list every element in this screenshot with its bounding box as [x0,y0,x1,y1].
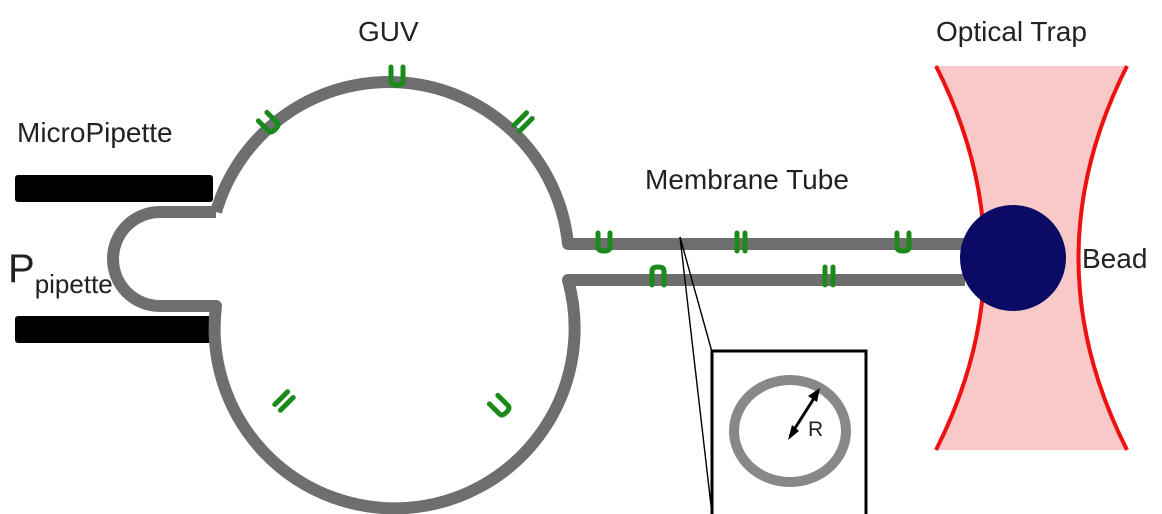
bead [960,205,1066,311]
micropipette-label: MicroPipette [17,117,173,148]
membrane-protein [595,230,613,254]
membrane-protein [255,109,281,135]
membrane-protein [822,264,836,288]
membrane-protein [511,110,535,134]
zoom-line-left [679,236,713,514]
cross-section-inset: R [710,349,868,514]
membrane-protein [272,389,296,413]
tube-cross-section [729,375,851,487]
membrane-proteins [255,64,912,418]
guv-label: GUV [358,16,419,47]
pipette-pressure-label: Ppipette [8,247,113,299]
membrane-protein [734,230,748,254]
optical-trap-right-edge [1076,65,1129,451]
radius-label: R [808,418,823,441]
micropipette-lower [15,316,213,343]
micropipette-upper [15,175,213,202]
membrane-protein [894,230,912,254]
bead-label: Bead [1082,243,1147,274]
radius-arrowhead-inner [788,425,799,440]
membrane-protein [486,392,512,418]
radius-arrowhead-outer [808,388,820,402]
membrane-tube-label: Membrane Tube [645,164,849,195]
membrane-protein [649,264,667,288]
membrane-protein [388,64,406,88]
pressure-symbol: P [8,247,35,291]
optical-trap-label: Optical Trap [936,16,1087,47]
zoom-line-right [679,236,713,353]
guv-membrane [107,76,965,514]
pressure-subscript: pipette [35,269,113,299]
